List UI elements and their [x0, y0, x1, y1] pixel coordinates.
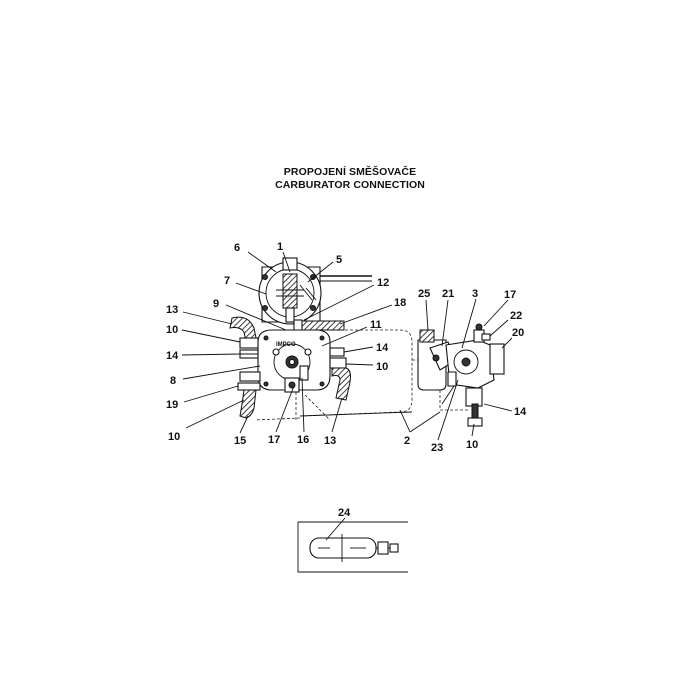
label-1: 1 [277, 241, 283, 253]
label-13-left: 13 [166, 304, 178, 316]
leader-lines [181, 251, 513, 541]
label-5: 5 [336, 254, 342, 266]
label-11: 11 [370, 319, 382, 331]
label-10-left-bottom: 10 [168, 431, 180, 443]
label-6: 6 [234, 242, 240, 254]
left-fittings [229, 316, 261, 419]
label-8: 8 [170, 375, 176, 387]
mixer-unit: IMPCO [257, 329, 331, 393]
title-english: CARBURATOR CONNECTION [275, 179, 425, 191]
label-10-right: 10 [466, 439, 478, 451]
label-17-right: 17 [504, 289, 516, 301]
label-14-left: 14 [166, 350, 179, 362]
label-15: 15 [234, 435, 246, 447]
label-9: 9 [213, 298, 219, 310]
label-3: 3 [472, 288, 478, 300]
part-labels: 6 1 5 7 9 12 18 11 13 10 14 8 19 10 15 1… [166, 241, 527, 519]
label-23: 23 [431, 442, 443, 454]
label-19: 19 [166, 399, 178, 411]
label-21: 21 [442, 288, 454, 300]
label-20: 20 [512, 327, 524, 339]
label-7: 7 [224, 275, 230, 287]
label-10-left-top: 10 [166, 324, 178, 336]
label-22: 22 [510, 310, 522, 322]
vaporizer-unit [258, 257, 372, 325]
impco-brand-text: IMPCO [276, 342, 296, 348]
label-13-bottom: 13 [324, 435, 336, 447]
label-17-bottom: 17 [268, 434, 280, 446]
carburetor-body [417, 323, 505, 427]
right-fittings [329, 347, 351, 401]
label-18: 18 [394, 297, 406, 309]
hose-18 [299, 320, 345, 331]
label-25: 25 [418, 288, 430, 300]
label-2: 2 [404, 435, 410, 447]
label-14-center: 14 [376, 342, 389, 354]
label-10-center: 10 [376, 361, 388, 373]
title-czech: PROPOJENÍ SMĚŠOVAČE [283, 166, 417, 178]
tank-assembly [297, 521, 408, 573]
label-14-right: 14 [514, 406, 527, 418]
label-16: 16 [297, 434, 309, 446]
label-24: 24 [338, 507, 351, 519]
label-12: 12 [377, 277, 389, 289]
